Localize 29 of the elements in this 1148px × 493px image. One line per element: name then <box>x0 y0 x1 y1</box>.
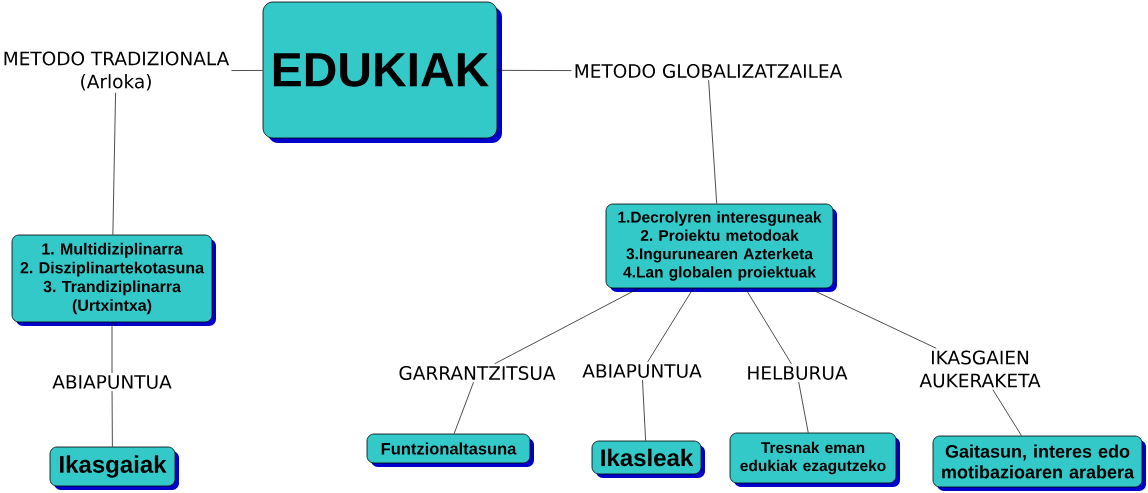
connector-line <box>745 288 792 365</box>
linking-phrase: METODO GLOBALIZATZAILEA <box>575 64 843 78</box>
connector-line <box>798 381 809 433</box>
connector-line <box>992 389 1022 436</box>
linking-phrase: GARRANTZITSUA <box>399 366 556 380</box>
connector-line <box>808 288 937 349</box>
linking-phrase: ABIAPUNTUA <box>52 375 172 389</box>
connector-line <box>497 70 572 71</box>
linking-phrase: IKASGAIEN AUKERAKETA <box>919 350 1041 388</box>
connector-line <box>111 390 113 447</box>
connector-line <box>231 70 263 71</box>
connector-line <box>642 379 646 441</box>
concept-box: Gaitasun, interes edo motibazioaren arabera <box>932 435 1146 491</box>
connector-line <box>111 322 113 374</box>
connector-line <box>708 79 718 204</box>
connector-line <box>453 381 474 434</box>
connector-line <box>647 288 694 363</box>
concept-box: 1.Decrolyren interesguneak 2. Proiektu metodoak 3.Ingurunearen Azterketa 4.Lan globalen proiektuak <box>605 203 837 292</box>
main-concept-box: EDUKIAK <box>262 1 502 143</box>
concept-box: Ikasleak <box>591 440 705 478</box>
concept-box: 1. Multidiziplinarra 2. Disziplinartekotasuna 3. Trandiziplinarra (Urtxintxa) <box>11 234 216 326</box>
connector-line <box>112 92 116 235</box>
concept-box: Tresnak eman edukiak ezagutzeko <box>729 432 900 487</box>
concept-box: Funtzionaltasuna <box>366 433 534 467</box>
concept-box: Ikasgaiak <box>49 446 179 490</box>
linking-phrase: METODO TRADIZIONALA (Arloka) <box>4 51 230 91</box>
linking-phrase: ABIAPUNTUA <box>582 364 702 378</box>
linking-phrase: HELBURUA <box>748 366 848 380</box>
connector-line <box>494 288 639 365</box>
